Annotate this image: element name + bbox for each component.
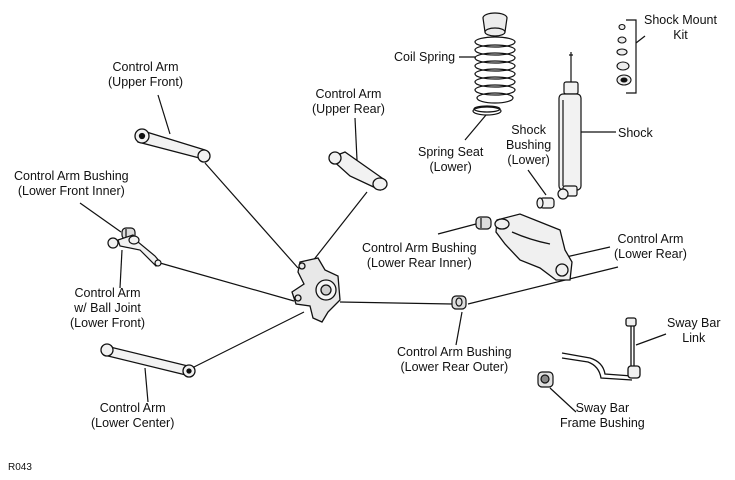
bushing-lower-rear-outer-part — [451, 295, 467, 310]
leader-line — [527, 169, 547, 196]
leader-line — [79, 202, 122, 233]
leader-line — [204, 162, 299, 269]
figure-code: R043 — [8, 462, 32, 473]
leader-line — [626, 19, 637, 94]
coil-spring-part — [474, 12, 516, 104]
sway-bar-frame-bushing-part — [537, 371, 554, 388]
label-bushing-lower-rear-outer: Control Arm Bushing(Lower Rear Outer) — [397, 345, 512, 374]
label-control-arm-lower-center: Control Arm(Lower Center) — [91, 401, 175, 430]
bushing-lower-rear-inner-part — [475, 216, 492, 230]
label-spring-seat-lower: Spring Seat(Lower) — [418, 145, 484, 174]
label-control-arm-lower-rear: Control Arm(Lower Rear) — [614, 232, 687, 261]
leader-line — [144, 367, 149, 403]
leader-line — [311, 191, 368, 263]
label-coil-spring: Coil Spring — [394, 50, 456, 64]
leader-line — [635, 35, 646, 44]
leader-line — [455, 311, 463, 346]
shock-part — [558, 52, 582, 197]
control-arm-lower-rear-part — [494, 213, 573, 281]
shock-mount-kit-part — [616, 23, 632, 86]
leader-line — [354, 117, 358, 161]
leader-line — [467, 266, 619, 305]
knuckle-part — [291, 257, 341, 323]
leader-line — [437, 223, 477, 235]
leader-line — [565, 246, 611, 258]
spring-seat-part — [472, 105, 502, 116]
label-bushing-lower-front-inner: Control Arm Bushing(Lower Front Inner) — [14, 169, 129, 198]
leader-line — [464, 114, 487, 141]
leader-line — [191, 311, 305, 369]
control-arm-ball-joint-part — [107, 234, 162, 267]
label-control-arm-upper-front: Control Arm(Upper Front) — [108, 60, 184, 89]
leader-line — [635, 333, 667, 346]
sway-bar-part — [561, 317, 641, 381]
control-arm-lower-center-part — [100, 343, 196, 378]
leader-line — [157, 94, 171, 135]
control-arm-upper-front-part — [134, 128, 211, 163]
label-control-arm-upper-rear: Control Arm(Upper Rear) — [312, 87, 385, 116]
leader-line — [119, 249, 123, 289]
control-arm-upper-rear-part — [328, 151, 388, 191]
leader-line — [159, 262, 295, 302]
shock-bushing-part — [536, 188, 569, 209]
label-bushing-lower-rear-inner: Control Arm Bushing(Lower Rear Inner) — [362, 241, 477, 270]
leader-line — [339, 301, 453, 305]
leader-line — [549, 387, 577, 413]
label-shock: Shock — [618, 126, 653, 140]
